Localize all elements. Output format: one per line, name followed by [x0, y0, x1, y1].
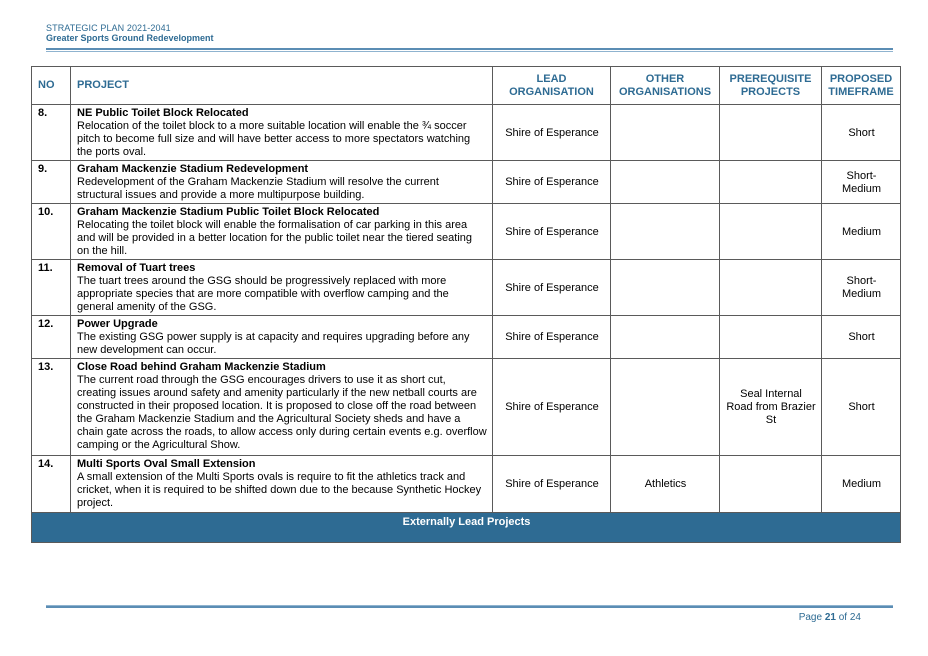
row-number: 10.: [31, 203, 71, 260]
lead-organisation: Shire of Esperance: [492, 203, 611, 260]
lead-organisation: Shire of Esperance: [492, 160, 611, 204]
other-organisations: [610, 160, 720, 204]
lead-organisation: Shire of Esperance: [492, 315, 611, 359]
proposed-timeframe: Short: [821, 315, 901, 359]
project-description: The existing GSG power supply is at capa…: [77, 331, 470, 356]
project-cell: Close Road behind Graham Mackenzie Stadi…: [70, 358, 493, 456]
project-description: A small extension of the Multi Sports ov…: [77, 471, 482, 509]
project-title: Multi Sports Oval Small Extension: [77, 458, 256, 470]
project-title: Close Road behind Graham Mackenzie Stadi…: [77, 361, 326, 373]
other-organisations: [610, 259, 720, 316]
prerequisite-projects: [719, 160, 822, 204]
header-rule: [46, 48, 893, 52]
table-row: 11. Removal of Tuart trees The tuart tre…: [31, 259, 901, 316]
footer-rule: [46, 604, 893, 608]
prerequisite-projects: [719, 315, 822, 359]
other-organisations: [610, 104, 720, 161]
table-row: 13. Close Road behind Graham Mackenzie S…: [31, 358, 901, 456]
lead-organisation: Shire of Esperance: [492, 259, 611, 316]
proposed-timeframe: Short-Medium: [821, 259, 901, 316]
proposed-timeframe: Short: [821, 104, 901, 161]
project-description: Redevelopment of the Graham Mackenzie St…: [77, 176, 439, 201]
document-header: STRATEGIC PLAN 2021-2041 Greater Sports …: [46, 23, 214, 44]
col-header-prereq: PREREQUISITE PROJECTS: [719, 66, 822, 105]
project-description: Relocation of the toilet block to a more…: [77, 120, 471, 158]
lead-organisation: Shire of Esperance: [492, 455, 611, 513]
project-title: NE Public Toilet Block Relocated: [77, 107, 249, 119]
table-row: 9. Graham Mackenzie Stadium Redevelopmen…: [31, 160, 901, 204]
section-heading-externally-lead: Externally Lead Projects: [31, 512, 901, 543]
plan-subtitle: Greater Sports Ground Redevelopment: [46, 33, 214, 43]
section-row: Externally Lead Projects: [31, 512, 901, 543]
col-header-no: NO: [31, 66, 71, 105]
project-description: The current road through the GSG encoura…: [77, 374, 487, 451]
total-pages: 24: [849, 612, 861, 623]
table-row: 10. Graham Mackenzie Stadium Public Toil…: [31, 203, 901, 260]
project-cell: Multi Sports Oval Small Extension A smal…: [70, 455, 493, 513]
proposed-timeframe: Short: [821, 358, 901, 456]
prerequisite-projects: [719, 104, 822, 161]
project-title: Power Upgrade: [77, 318, 158, 330]
project-description: Relocating the toilet block will enable …: [77, 219, 473, 257]
row-number: 13.: [31, 358, 71, 456]
project-description: The tuart trees around the GSG should be…: [77, 275, 449, 313]
table-row: 8. NE Public Toilet Block Relocated Relo…: [31, 104, 901, 161]
page-word: Page: [798, 612, 823, 623]
plan-title: STRATEGIC PLAN 2021-2041: [46, 23, 171, 33]
proposed-timeframe: Medium: [821, 455, 901, 513]
prerequisite-projects: [719, 259, 822, 316]
project-cell: Removal of Tuart trees The tuart trees a…: [70, 259, 493, 316]
lead-organisation: Shire of Esperance: [492, 358, 611, 456]
page-number: Page 21 of 24: [799, 612, 861, 623]
prerequisite-projects: [719, 203, 822, 260]
table-row: 12. Power Upgrade The existing GSG power…: [31, 315, 901, 359]
row-number: 12.: [31, 315, 71, 359]
table-header-row: NO PROJECT LEAD ORGANISATION OTHER ORGAN…: [31, 66, 901, 105]
col-header-lead: LEAD ORGANISATION: [492, 66, 611, 105]
lead-organisation: Shire of Esperance: [492, 104, 611, 161]
of-word: of: [838, 612, 848, 623]
other-organisations: Athletics: [610, 455, 720, 513]
project-cell: NE Public Toilet Block Relocated Relocat…: [70, 104, 493, 161]
other-organisations: [610, 203, 720, 260]
project-title: Graham Mackenzie Stadium Redevelopment: [77, 163, 309, 175]
project-cell: Graham Mackenzie Stadium Public Toilet B…: [70, 203, 493, 260]
col-header-other: OTHER ORGANISATIONS: [610, 66, 720, 105]
project-title: Removal of Tuart trees: [77, 262, 196, 274]
prerequisite-projects: [719, 455, 822, 513]
table-row: 14. Multi Sports Oval Small Extension A …: [31, 455, 901, 513]
other-organisations: [610, 315, 720, 359]
row-number: 14.: [31, 455, 71, 513]
project-title: Graham Mackenzie Stadium Public Toilet B…: [77, 206, 380, 218]
row-number: 11.: [31, 259, 71, 316]
proposed-timeframe: Medium: [821, 203, 901, 260]
col-header-timeframe: PROPOSED TIMEFRAME: [821, 66, 901, 105]
current-page: 21: [824, 612, 836, 623]
col-header-project: PROJECT: [70, 66, 493, 105]
row-number: 8.: [31, 104, 71, 161]
prerequisite-projects: Seal Internal Road from Brazier St: [719, 358, 822, 456]
project-cell: Power Upgrade The existing GSG power sup…: [70, 315, 493, 359]
projects-table: NO PROJECT LEAD ORGANISATION OTHER ORGAN…: [31, 66, 901, 543]
proposed-timeframe: Short-Medium: [821, 160, 901, 204]
project-cell: Graham Mackenzie Stadium Redevelopment R…: [70, 160, 493, 204]
row-number: 9.: [31, 160, 71, 204]
other-organisations: [610, 358, 720, 456]
